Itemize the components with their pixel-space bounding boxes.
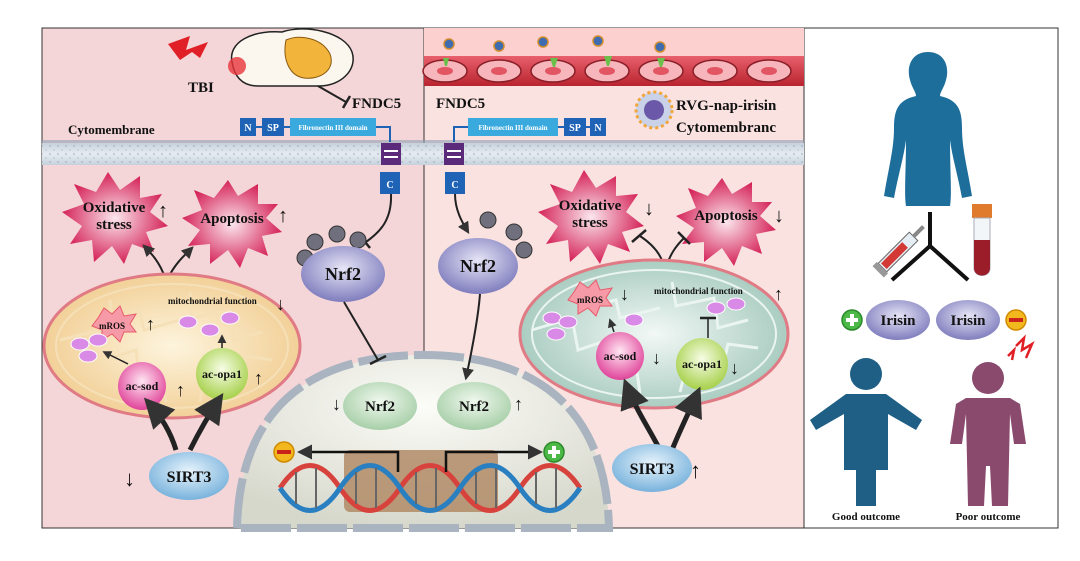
nucleus-nrf2-right-label: Nrf2 [459, 399, 489, 415]
right-apoptosis-label: Apoptosis [694, 208, 758, 224]
left-apoptosis-label: Apoptosis [200, 211, 264, 227]
left-sirt3-label: SIRT3 [167, 469, 212, 486]
left-domain-sp: SP [267, 123, 279, 134]
left-ac-sod-label: ac-sod [126, 379, 159, 393]
right-mros-burst [567, 279, 613, 317]
right-ac-opa1 [676, 338, 728, 390]
left-sirt3 [149, 452, 229, 500]
right-sirt3-label: SIRT3 [630, 461, 675, 478]
right-sirt3-up-arrow: ↑ [690, 458, 701, 483]
left-oxidative-label-1: Oxidative [83, 200, 146, 216]
right-ubiquitin-cluster [479, 211, 533, 259]
right-fndc5-domains: Fibronectin III domain SP N C [444, 118, 606, 194]
left-oxidative-label-2: stress [96, 217, 132, 233]
right-oxidative-label-1: Oxidative [559, 198, 622, 214]
left-ac-sod-up-arrow: ↑ [176, 380, 185, 400]
left-mros-label: mROS [99, 321, 125, 331]
good-outcome-person [810, 358, 922, 506]
poor-outcome-person [950, 362, 1026, 506]
right-apoptosis-down-arrow: ↓ [774, 205, 784, 227]
left-ac-opa1 [196, 348, 248, 400]
right-domain-sp: SP [569, 123, 581, 134]
right-cytomembrane-label: Cytomembranc [676, 120, 776, 136]
left-ac-opa1-up-arrow: ↑ [254, 368, 263, 388]
right-ac-opa1-label: ac-opa1 [682, 357, 722, 371]
nucleus-nrf2-right [437, 382, 511, 430]
right-mito-function-label: mitochondrial function [654, 286, 743, 296]
left-oxidative-stress-burst [62, 172, 168, 264]
left-mros-up-arrow: ↑ [146, 314, 155, 334]
left-apoptosis-burst [182, 180, 282, 268]
left-ac-opa1-label: ac-opa1 [202, 367, 242, 381]
right-oxidative-down-arrow: ↓ [644, 198, 654, 220]
left-mitochondrion: mROS ↑ mitochondrial function ↓ ac-sod a… [42, 272, 302, 420]
left-mito-function-label: mitochondrial function [168, 296, 257, 306]
pain-lightning-icon [1007, 334, 1035, 361]
good-outcome-label: Good outcome [832, 511, 900, 523]
syringe-icon [872, 225, 925, 278]
left-nrf2-label: Nrf2 [325, 264, 361, 284]
left-cytomembrane-label: Cytomembrane [68, 122, 155, 137]
right-ac-sod-down-arrow: ↓ [652, 348, 661, 368]
left-domain-c: C [386, 180, 393, 191]
left-fndc5-label: FNDC5 [352, 96, 401, 112]
right-fndc5-label: FNDC5 [436, 96, 485, 112]
left-mros-burst [91, 305, 137, 343]
blood-vessel [422, 28, 804, 86]
right-mros-label: mROS [577, 295, 603, 305]
right-ac-sod [596, 332, 644, 380]
right-oxidative-label-2: stress [572, 215, 608, 231]
tbi-label: TBI [188, 80, 214, 96]
right-mito-function-up-arrow: ↑ [774, 284, 783, 304]
right-sirt3 [612, 444, 692, 492]
irisin-left [866, 300, 930, 340]
left-oxidative-up-arrow: ↑ [158, 200, 168, 222]
right-domain-c: C [451, 180, 458, 191]
irisin-left-label: Irisin [880, 313, 916, 329]
human-silhouette [884, 52, 972, 206]
right-apoptosis-burst [676, 178, 776, 266]
left-nrf2 [301, 246, 385, 302]
right-mros-down-arrow: ↓ [620, 284, 629, 304]
rvg-nap-irisin-icon [634, 90, 674, 130]
left-domain-fibronectin: Fibronectin III domain [298, 124, 367, 132]
irisin-right [936, 300, 1000, 340]
poor-outcome-label: Poor outcome [956, 511, 1021, 523]
left-mito-function-down-arrow: ↓ [276, 294, 285, 314]
left-apoptosis-up-arrow: ↑ [278, 205, 288, 227]
rvg-nap-irisin-label: RVG-nap-irisin [676, 98, 777, 114]
right-nrf2 [438, 238, 518, 294]
right-oxidative-stress-burst [538, 170, 644, 264]
brain-icon [228, 28, 354, 87]
blood-tube-icon [972, 204, 992, 276]
nucleus-nrf2-left-label: Nrf2 [365, 399, 395, 415]
nucleus-nrf2-left [343, 382, 417, 430]
left-domain-n: N [244, 123, 252, 134]
right-domain-n: N [594, 123, 602, 134]
nrf2-down-arrow: ↓ [332, 394, 341, 414]
right-domain-fibronectin: Fibronectin III domain [478, 124, 547, 132]
lightning-icon [168, 36, 208, 60]
right-ac-opa1-down-arrow: ↓ [730, 358, 739, 378]
irisin-right-label: Irisin [950, 313, 986, 329]
right-mitochondrion: mROS ↓ mitochondrial function ↑ ac-sod a… [518, 258, 790, 410]
nrf2-up-arrow: ↑ [514, 394, 523, 414]
right-nrf2-label: Nrf2 [460, 256, 496, 276]
right-ac-sod-label: ac-sod [604, 349, 637, 363]
nucleus: Nrf2 Nrf2 ↓ ↑ [232, 350, 614, 532]
left-fndc5-domains: N SP Fibronectin III domain C [240, 118, 401, 194]
left-sirt3-down-arrow: ↓ [124, 466, 135, 491]
